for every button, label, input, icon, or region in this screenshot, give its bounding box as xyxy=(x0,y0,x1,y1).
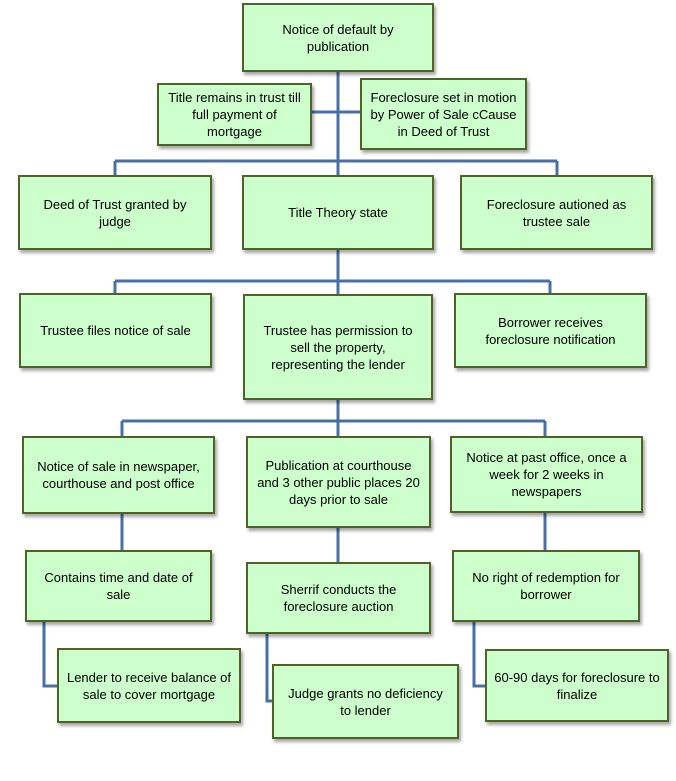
node-foreclosure-auctioned: Foreclosure autioned as trustee sale xyxy=(460,175,653,250)
node-sherrif-conducts-auction: Sherrif conducts the foreclosure auction xyxy=(246,562,431,634)
node-lender-to-receive-balance: Lender to receive balance of sale to cov… xyxy=(57,648,241,723)
node-judge-grants-no-deficiency: Judge grants no deficiency to lender xyxy=(272,664,459,739)
node-notice-at-past-office: Notice at past office, once a week for 2… xyxy=(450,436,643,513)
node-notice-of-default: Notice of default by publication xyxy=(242,3,434,72)
node-deed-of-trust-granted: Deed of Trust granted by judge xyxy=(18,175,212,250)
node-title-theory-state: Title Theory state xyxy=(242,175,434,250)
node-contains-time-and-date: Contains time and date of sale xyxy=(25,550,212,622)
node-no-right-of-redemption: No right of redemption for borrower xyxy=(452,550,640,622)
node-60-90-days-to-finalize: 60-90 days for foreclosure to finalize xyxy=(485,649,669,722)
node-foreclosure-set-in-motion: Foreclosure set in motion by Power of Sa… xyxy=(360,78,527,150)
node-borrower-receives-notification: Borrower receives foreclosure notificati… xyxy=(454,293,647,368)
node-trustee-has-permission: Trustee has permission to sell the prope… xyxy=(243,294,433,400)
node-publication-at-courthouse: Publication at courthouse and 3 other pu… xyxy=(246,436,431,528)
node-notice-in-newspaper: Notice of sale in newspaper, courthouse … xyxy=(22,436,215,514)
node-trustee-files-notice: Trustee files notice of sale xyxy=(19,293,212,368)
node-title-remains-in-trust: Title remains in trust till full payment… xyxy=(157,83,312,146)
